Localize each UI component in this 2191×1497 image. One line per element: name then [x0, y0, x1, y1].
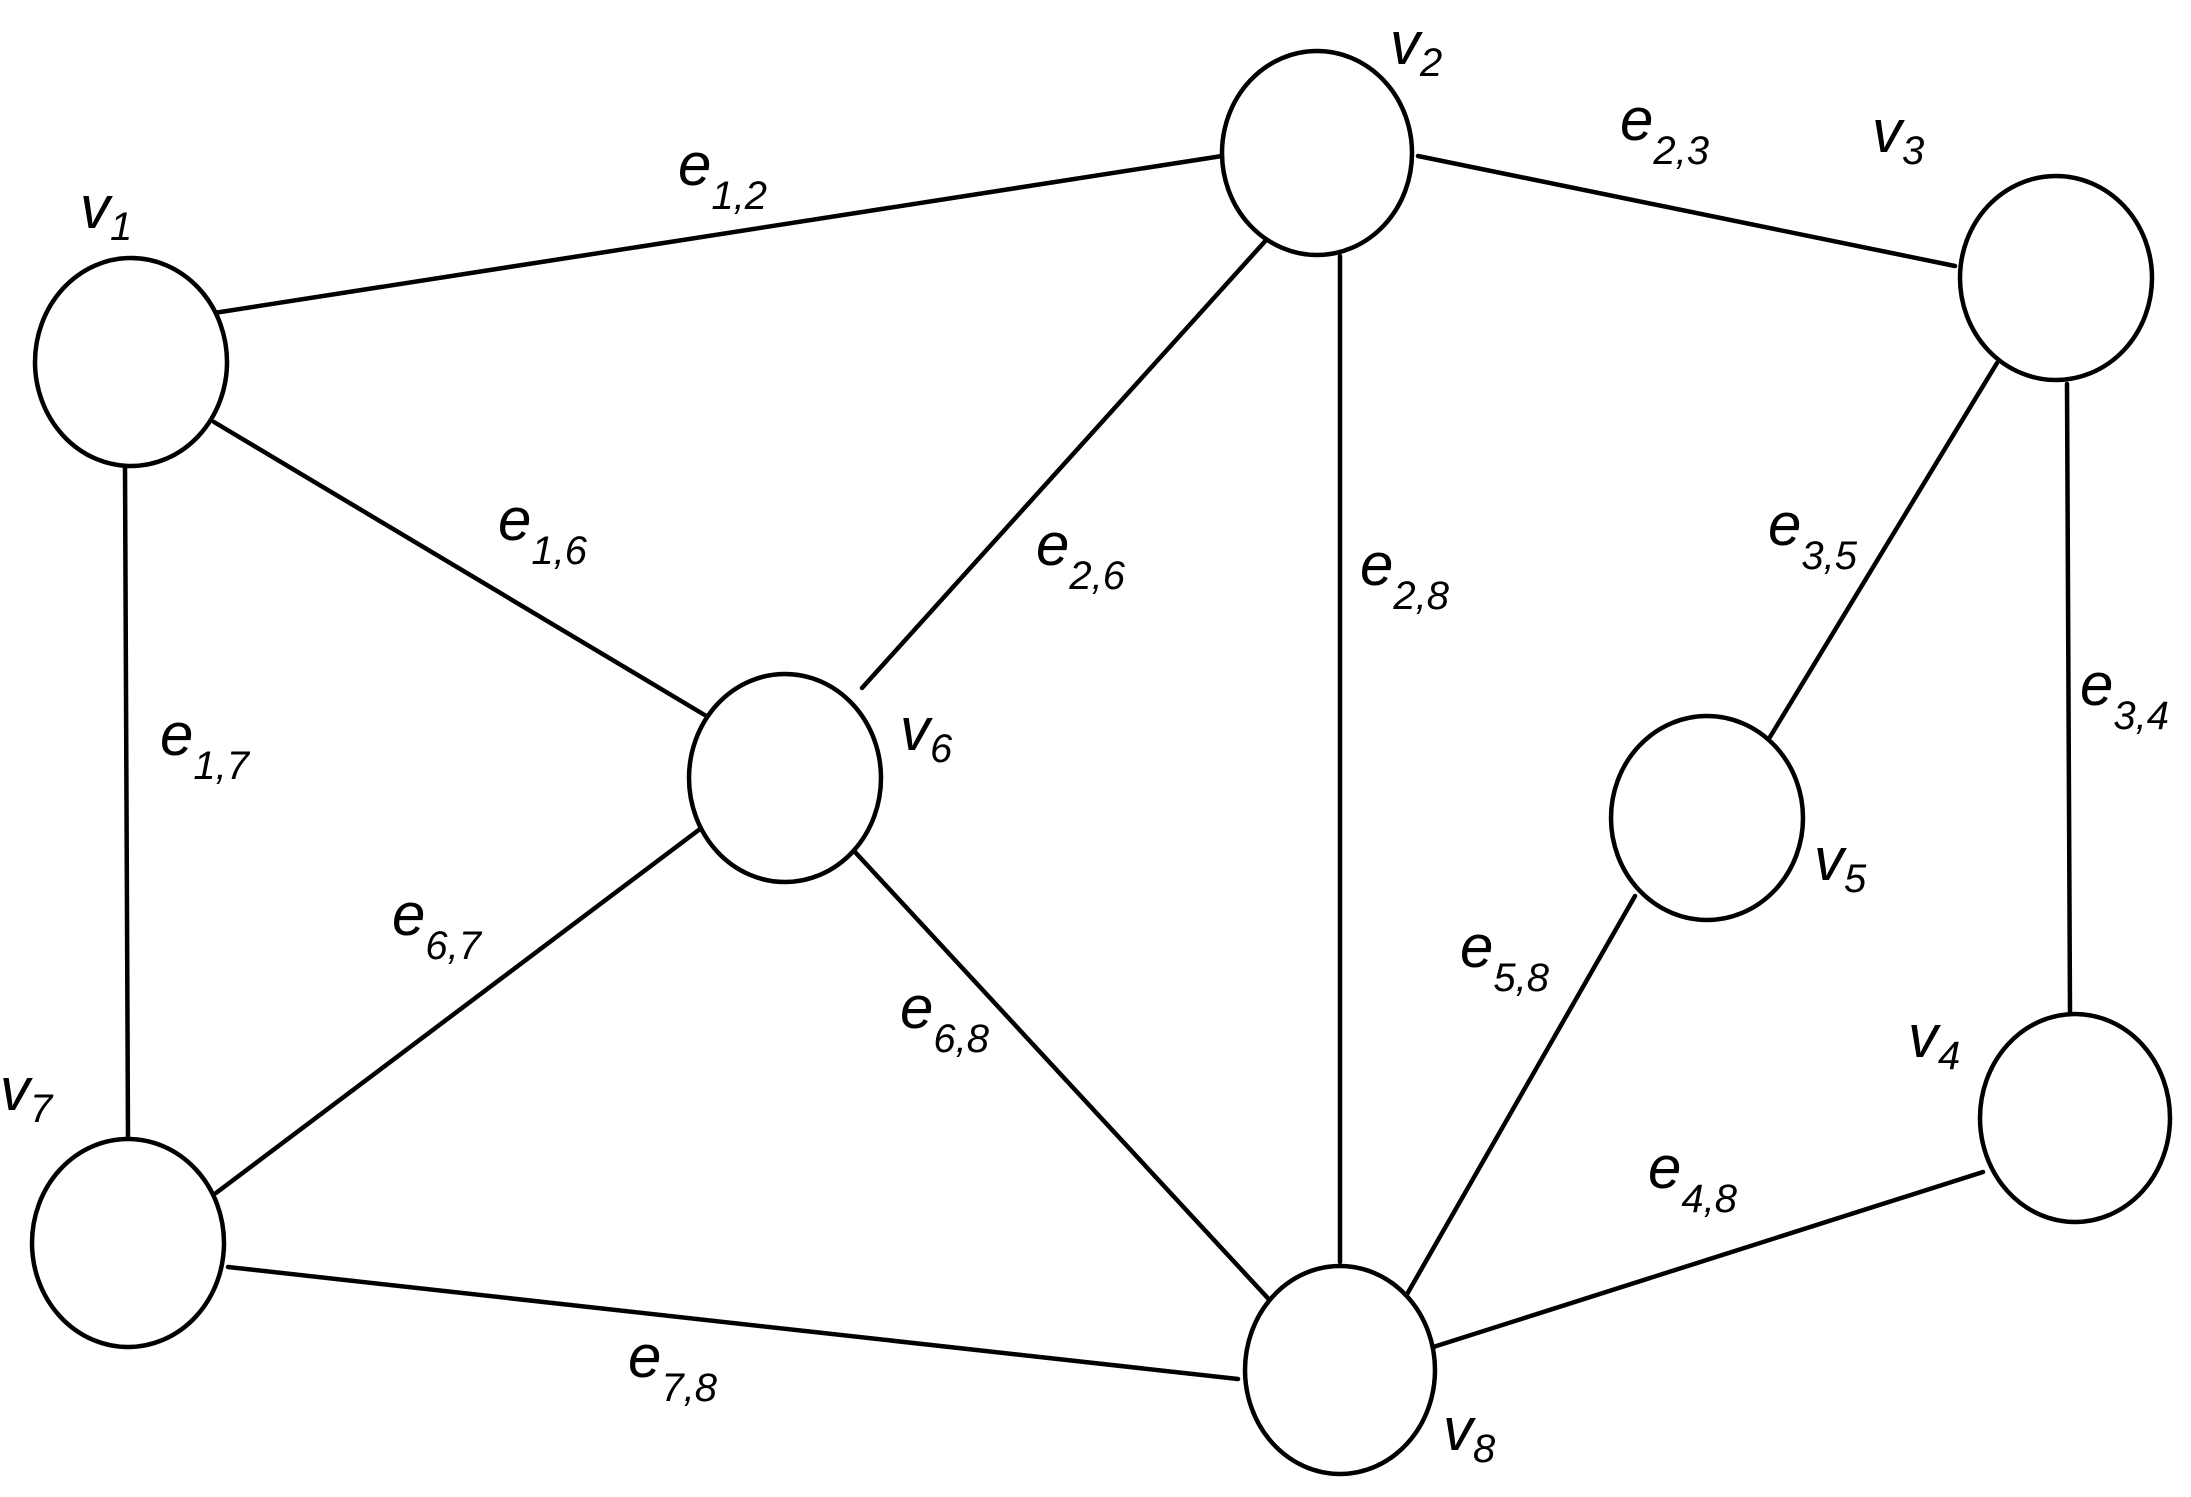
edge-label-e78: e7,8 — [628, 1323, 718, 1410]
edge-label-e67: e6,7 — [392, 881, 483, 968]
node-v7[interactable] — [29, 1136, 227, 1350]
edge-e68 — [852, 849, 1279, 1310]
edge-e35 — [1767, 360, 2000, 740]
edge-label-e12: e1,2 — [678, 131, 767, 218]
edge-label-e35: e3,5 — [1768, 491, 1858, 578]
edge-label-e48: e4,8 — [1648, 1134, 1738, 1221]
edge-label-e23: e2,3 — [1620, 86, 1709, 173]
node-label-v4: v4 — [1908, 1003, 1960, 1078]
edge-label-e26: e2,6 — [1036, 511, 1126, 598]
node-labels: v1 v2 v3 v4 v5 v6 v7 v8 — [0, 10, 1960, 1471]
node-v5[interactable] — [1608, 713, 1806, 923]
edge-e34 — [2064, 381, 2073, 1016]
node-label-v5: v5 — [1814, 826, 1867, 901]
edge-label-e17: e1,7 — [160, 701, 251, 788]
node-v2[interactable] — [1219, 48, 1415, 258]
edge-e17 — [122, 464, 131, 1142]
node-v4[interactable] — [1977, 1011, 2173, 1225]
node-label-v2: v2 — [1390, 10, 1442, 85]
edge-e26 — [859, 235, 1271, 691]
edge-label-e34: e3,4 — [2080, 651, 2169, 738]
node-label-v8: v8 — [1443, 1396, 1496, 1471]
edge-label-e16: e1,6 — [498, 486, 588, 573]
edge-e12 — [211, 153, 1225, 316]
edge-e16 — [211, 419, 716, 723]
node-v3[interactable] — [1957, 173, 2155, 383]
node-label-v7: v7 — [0, 1056, 54, 1131]
node-v6[interactable] — [686, 671, 884, 885]
edge-label-e28: e2,8 — [1360, 531, 1450, 618]
edge-e67 — [213, 823, 707, 1196]
edge-e48 — [1424, 1169, 1986, 1352]
edge-label-e58: e5,8 — [1460, 913, 1550, 1000]
node-label-v3: v3 — [1872, 98, 1924, 173]
edges — [122, 153, 2073, 1382]
edge-labels: e1,2 e1,6 e1,7 e2,3 e2,6 e2,8 e3,5 e3,4 … — [160, 86, 2169, 1410]
edge-label-e68: e6,8 — [900, 974, 990, 1061]
node-v8[interactable] — [1242, 1263, 1438, 1477]
nodes — [29, 48, 2173, 1477]
edge-e58 — [1399, 893, 1638, 1306]
node-v1[interactable] — [32, 255, 230, 469]
node-label-v6: v6 — [900, 696, 953, 771]
edge-e78 — [225, 1264, 1241, 1382]
edge-e23 — [1415, 153, 1958, 269]
node-label-v1: v1 — [80, 174, 132, 249]
